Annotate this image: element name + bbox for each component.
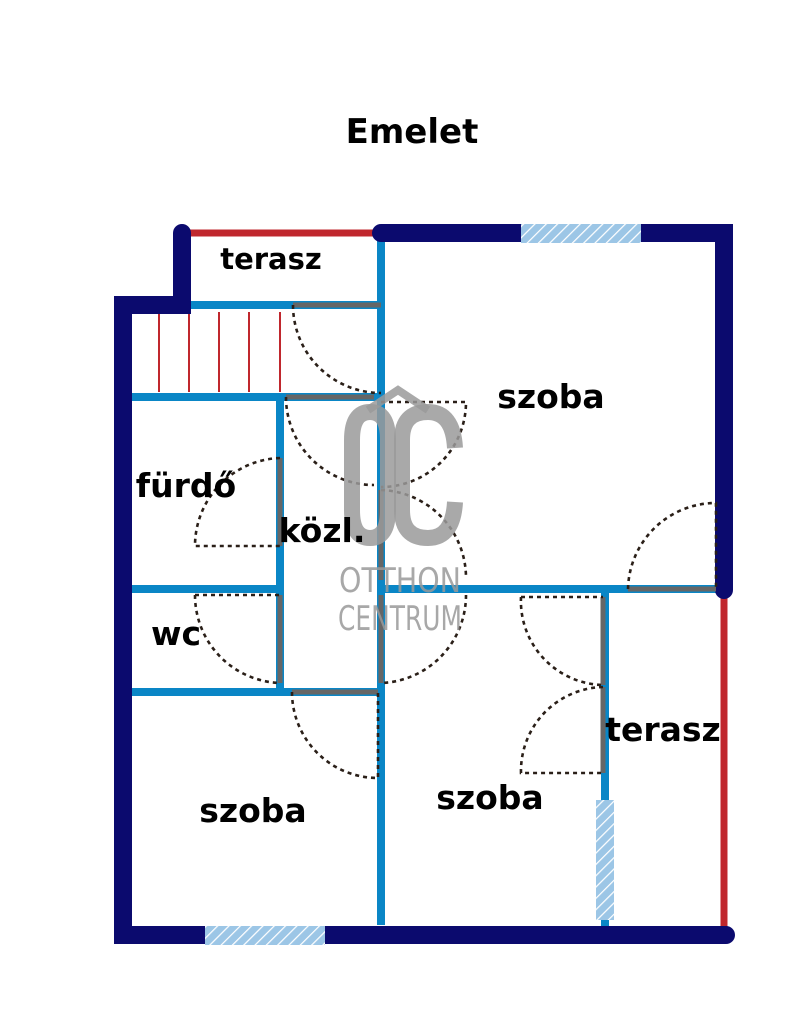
window-balcony xyxy=(596,800,614,920)
watermark-letter-c xyxy=(394,403,463,547)
watermark-caret-icon xyxy=(365,385,431,414)
watermark-line2: CENTRUM xyxy=(338,599,462,639)
plan-title: Emelet xyxy=(346,112,479,152)
watermark-line1: OTTHON xyxy=(339,561,461,601)
room-label-terasz-top: terasz xyxy=(220,242,322,276)
room-label-kozl: közl. xyxy=(279,511,366,550)
windows xyxy=(205,224,641,945)
watermark-letter-o xyxy=(344,403,396,547)
window-top xyxy=(521,224,641,243)
room-label-terasz-right: terasz xyxy=(605,710,721,749)
room-label-szoba-bottom-middle: szoba xyxy=(436,778,543,817)
room-label-furdo: fürdő xyxy=(136,466,236,505)
room-label-szoba-top-right: szoba xyxy=(497,377,604,416)
room-label-wc: wc xyxy=(151,614,201,653)
staircase xyxy=(158,312,281,392)
doors xyxy=(193,302,718,780)
watermark-logo: OTTHON CENTRUM xyxy=(338,385,463,639)
window-bottom xyxy=(205,926,325,945)
room-label-szoba-bottom-left: szoba xyxy=(199,791,306,830)
terrace-railings xyxy=(188,229,728,934)
